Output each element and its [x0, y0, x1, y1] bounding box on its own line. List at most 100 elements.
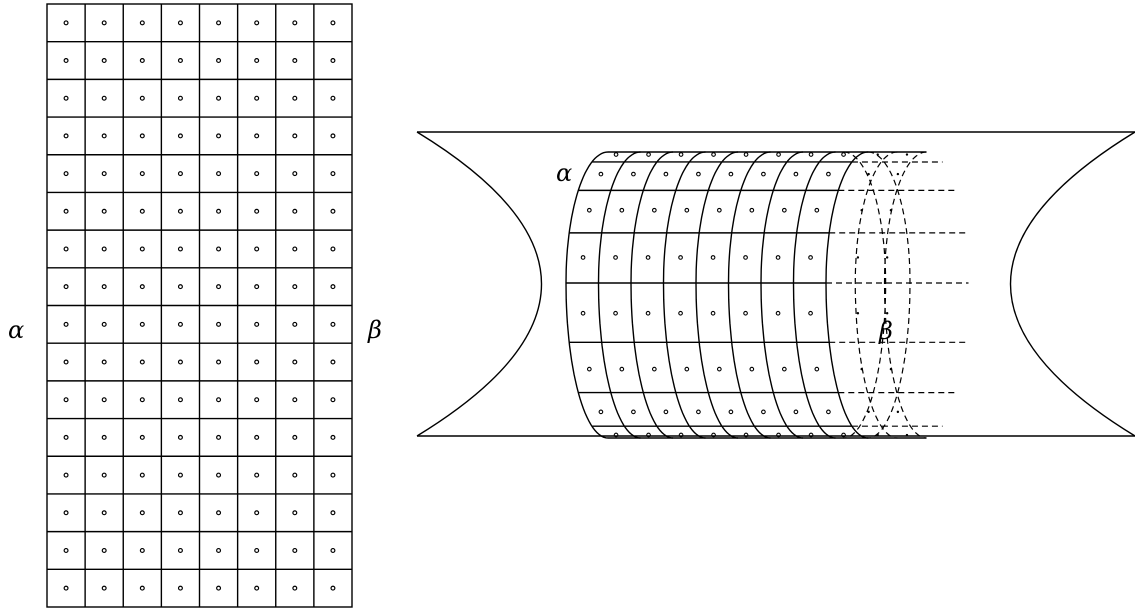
- alpha-seam-label: α: [556, 159, 572, 187]
- cylinder-cell-dot: [775, 255, 781, 260]
- grid-cell-dot: [292, 434, 298, 440]
- grid-cell-dot: [101, 321, 107, 327]
- grid-cell-dot: [139, 208, 145, 214]
- grid-cell-dot: [177, 58, 183, 64]
- cylinder-cell-dot: [743, 310, 748, 316]
- cylinder-hidden-ring: [854, 151, 898, 439]
- grid-cell-dot: [177, 246, 183, 252]
- cylinder-cell-dot: [663, 171, 669, 177]
- cylinder-cell-dot: [826, 171, 831, 177]
- grid-cell-dot: [292, 246, 298, 252]
- cylinder-cell-dot: [678, 255, 683, 260]
- cylinder-cell-dot: [711, 152, 716, 157]
- grid-cell-dot: [330, 284, 336, 290]
- cylinder-cell-dot: [728, 171, 734, 177]
- cylinder-cell-dot: [684, 366, 690, 372]
- grid-cell-dot: [177, 547, 183, 553]
- grid-cell-dot: [216, 510, 222, 516]
- grid-cell-dot: [139, 246, 145, 252]
- grid-cell-dot: [101, 58, 107, 64]
- grid-cell-dot: [292, 510, 298, 516]
- grid-cell-dot: [177, 20, 183, 26]
- grid-cell-dot: [177, 95, 183, 101]
- cylinder-cell-dot: [613, 310, 618, 316]
- cylinder-hidden-cell-mark: [896, 172, 900, 176]
- grid-cell-dot: [330, 133, 336, 139]
- grid-cell-dot: [101, 510, 107, 516]
- cylinder-cell-dot: [749, 366, 755, 372]
- grid-cell-dot: [101, 208, 107, 214]
- cylinder-hidden-cell-mark: [860, 209, 863, 212]
- grid-cell-dot: [177, 133, 183, 139]
- grid-cell-dot: [330, 208, 336, 214]
- grid-cell-dot: [63, 95, 69, 101]
- grid-cell-dot: [139, 20, 145, 26]
- grid-cell-dot: [63, 208, 69, 214]
- grid-cell-dot: [101, 434, 107, 440]
- grid-cell-dot: [330, 397, 336, 403]
- cylinder-hidden-cell-mark: [876, 153, 879, 156]
- alpha-edge-label-left: α: [8, 316, 24, 344]
- cylinder-cell-dot: [645, 310, 651, 316]
- grid-cell-dot: [101, 547, 107, 553]
- grid-cell-dot: [254, 547, 260, 553]
- grid-cell-dot: [292, 171, 298, 177]
- cylinder-hidden-cell-mark: [860, 367, 863, 371]
- grid-cell-dot: [139, 359, 145, 365]
- grid-cell-dot: [101, 171, 107, 177]
- grid-cell-dot: [63, 547, 69, 553]
- cylinder-cell-dot: [716, 366, 722, 372]
- cylinder-ring-arc: [727, 151, 771, 439]
- grid-cell-dot: [139, 171, 145, 177]
- cylinder-cell-dot: [684, 207, 690, 213]
- cylinder-cell-dot: [645, 255, 651, 260]
- grid-cell-dot: [101, 359, 107, 365]
- grid-cell-dot: [101, 133, 107, 139]
- cylinder-cell-dot: [663, 409, 669, 415]
- grid-cell-dot: [216, 284, 222, 290]
- grid-cell-dot: [63, 397, 69, 403]
- grid-cell-dot: [292, 585, 298, 591]
- cylinder-cell-dot: [775, 310, 781, 316]
- cylinder-hidden-cell-mark: [889, 367, 893, 371]
- cylinder-cell-dot: [678, 152, 684, 157]
- cylinder-cell-dot: [776, 152, 781, 157]
- grid-cell-dot: [254, 58, 260, 64]
- grid-cell-dot: [101, 284, 107, 290]
- cylinder-ring-arc: [597, 151, 641, 439]
- grid-cell-dot: [139, 95, 145, 101]
- cylinder-ring-arc: [695, 151, 739, 439]
- grid-cell-dot: [139, 284, 145, 290]
- grid-cell-dot: [63, 510, 69, 516]
- grid-cell-dot: [139, 133, 145, 139]
- grid-cell-dot: [254, 397, 260, 403]
- grid-cell-dot: [139, 397, 145, 403]
- cylinder-cell-dot: [613, 432, 619, 438]
- grid-cell-dot: [63, 133, 69, 139]
- grid-cell-dot: [139, 585, 145, 591]
- cylinder-cell-dot: [631, 409, 636, 415]
- grid-cell-dot: [216, 58, 222, 64]
- grid-cell-dot: [63, 321, 69, 327]
- cylinder-cell-dot: [613, 255, 618, 260]
- grid-cell-dot: [177, 284, 183, 290]
- grid-cell-dot: [330, 359, 336, 365]
- grid-cell-dot: [254, 171, 260, 177]
- grid-cell-dot: [63, 585, 69, 591]
- grid-cell-dot: [216, 246, 222, 252]
- cylinder-cell-dot: [651, 366, 657, 372]
- cylinder-cell-dot: [743, 432, 749, 438]
- grid-cell-dot: [254, 133, 260, 139]
- grid-cell-dot: [330, 585, 336, 591]
- grid-cell-dot: [177, 397, 183, 403]
- grid-cell-dot: [63, 284, 69, 290]
- cylinder-cell-dot: [678, 432, 684, 438]
- grid-cell-dot: [330, 321, 336, 327]
- cylinder-cell-dot: [841, 432, 846, 438]
- grid-cell-dot: [63, 472, 69, 478]
- cylinder-cell-dot: [580, 255, 586, 260]
- grid-cell-dot: [139, 321, 145, 327]
- right-end-cap: [1010, 131, 1135, 437]
- grid-cell-dot: [292, 20, 298, 26]
